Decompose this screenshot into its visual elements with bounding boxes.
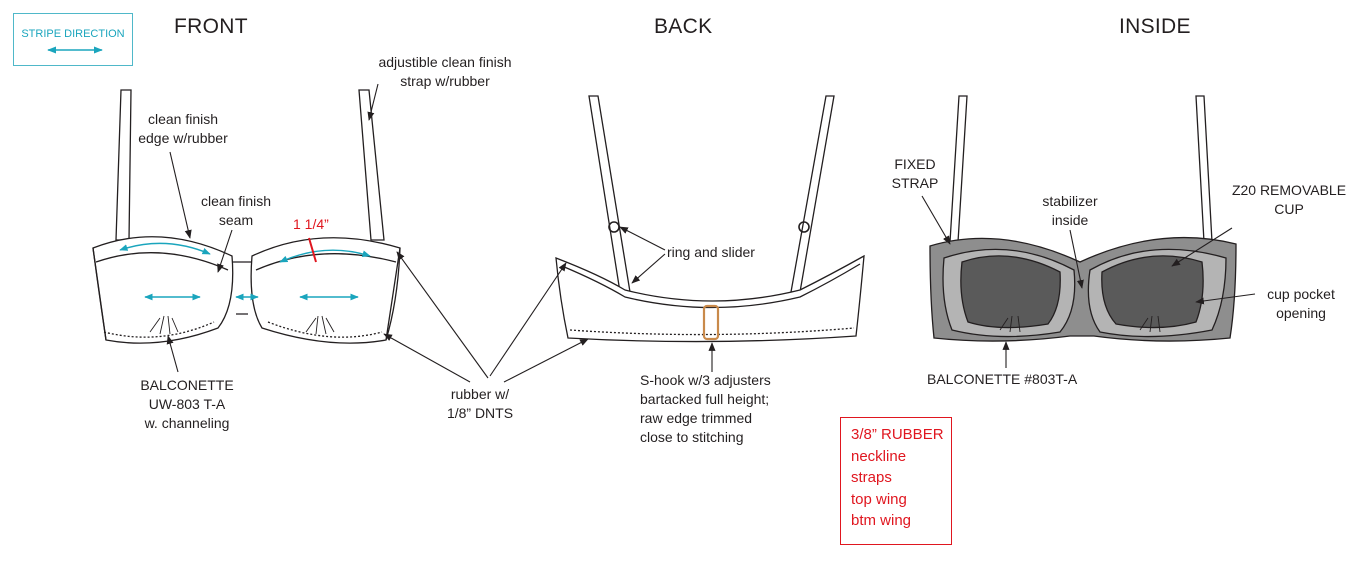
inside-left-cup [960,255,1061,329]
measurement-mark [308,237,317,263]
clean-finish-edge-callout: clean finish edge w/rubber [138,111,228,146]
inside-style-callout: BALCONETTE #803T-A [927,371,1078,387]
back-leader-lines [619,226,716,372]
rubber-note-line: neckline [851,447,907,465]
front-view-title: FRONT [174,15,248,38]
rubber-note-line: top wing [851,490,907,508]
rubber-leader-lines [383,251,589,383]
back-right-strap [790,95,835,293]
s-hook-mark [702,304,720,341]
adjustable-strap-callout: adjustible clean finish strap w/rubber [378,54,512,89]
back-left-strap [588,95,631,293]
cup-pocket-callout: cup pocket opening [1267,286,1335,321]
rubber-callout: rubber w/ 1/8” DNTS [446,386,514,421]
front-right-strap [358,89,385,241]
stripe-direction-legend: STRIPE DIRECTION [13,13,133,66]
inside-view-title: INSIDE [1119,15,1191,38]
front-stripe-arrows [119,242,371,301]
measurement-label: 1 1/4” [293,216,329,232]
inside-right-strap [1195,95,1213,243]
back-bra-sketch [555,95,865,343]
ring-slider-callout: ring and slider [667,244,755,260]
rubber-note-box: 3/8” RUBBER neckline straps top wing btm… [840,417,952,545]
clean-finish-seam-callout: clean finish seam [200,193,272,228]
legend-label: STRIPE DIRECTION [21,28,125,40]
fixed-strap-callout: FIXED STRAP [891,156,939,191]
inside-leader-lines [921,195,1256,368]
back-view-title: BACK [654,15,713,38]
stabilizer-callout: stabilizer inside [1042,193,1098,228]
rubber-note-line: btm wing [851,512,912,529]
rubber-note-line: straps [851,469,892,486]
rubber-note-line: 3/8” RUBBER [851,426,944,443]
back-band [555,254,865,343]
front-bra-sketch [92,89,401,344]
front-leader-lines [166,83,379,373]
inside-right-cup [1101,255,1204,329]
inside-left-strap [949,95,968,243]
removable-cup-callout: Z20 REMOVABLE CUP [1231,182,1347,217]
inside-bra-sketch [929,95,1237,342]
s-hook-callout: S-hook w/3 adjusters bartacked full heig… [640,372,771,445]
front-style-callout: BALCONETTE UW-803 T-A w. channeling [140,377,234,431]
